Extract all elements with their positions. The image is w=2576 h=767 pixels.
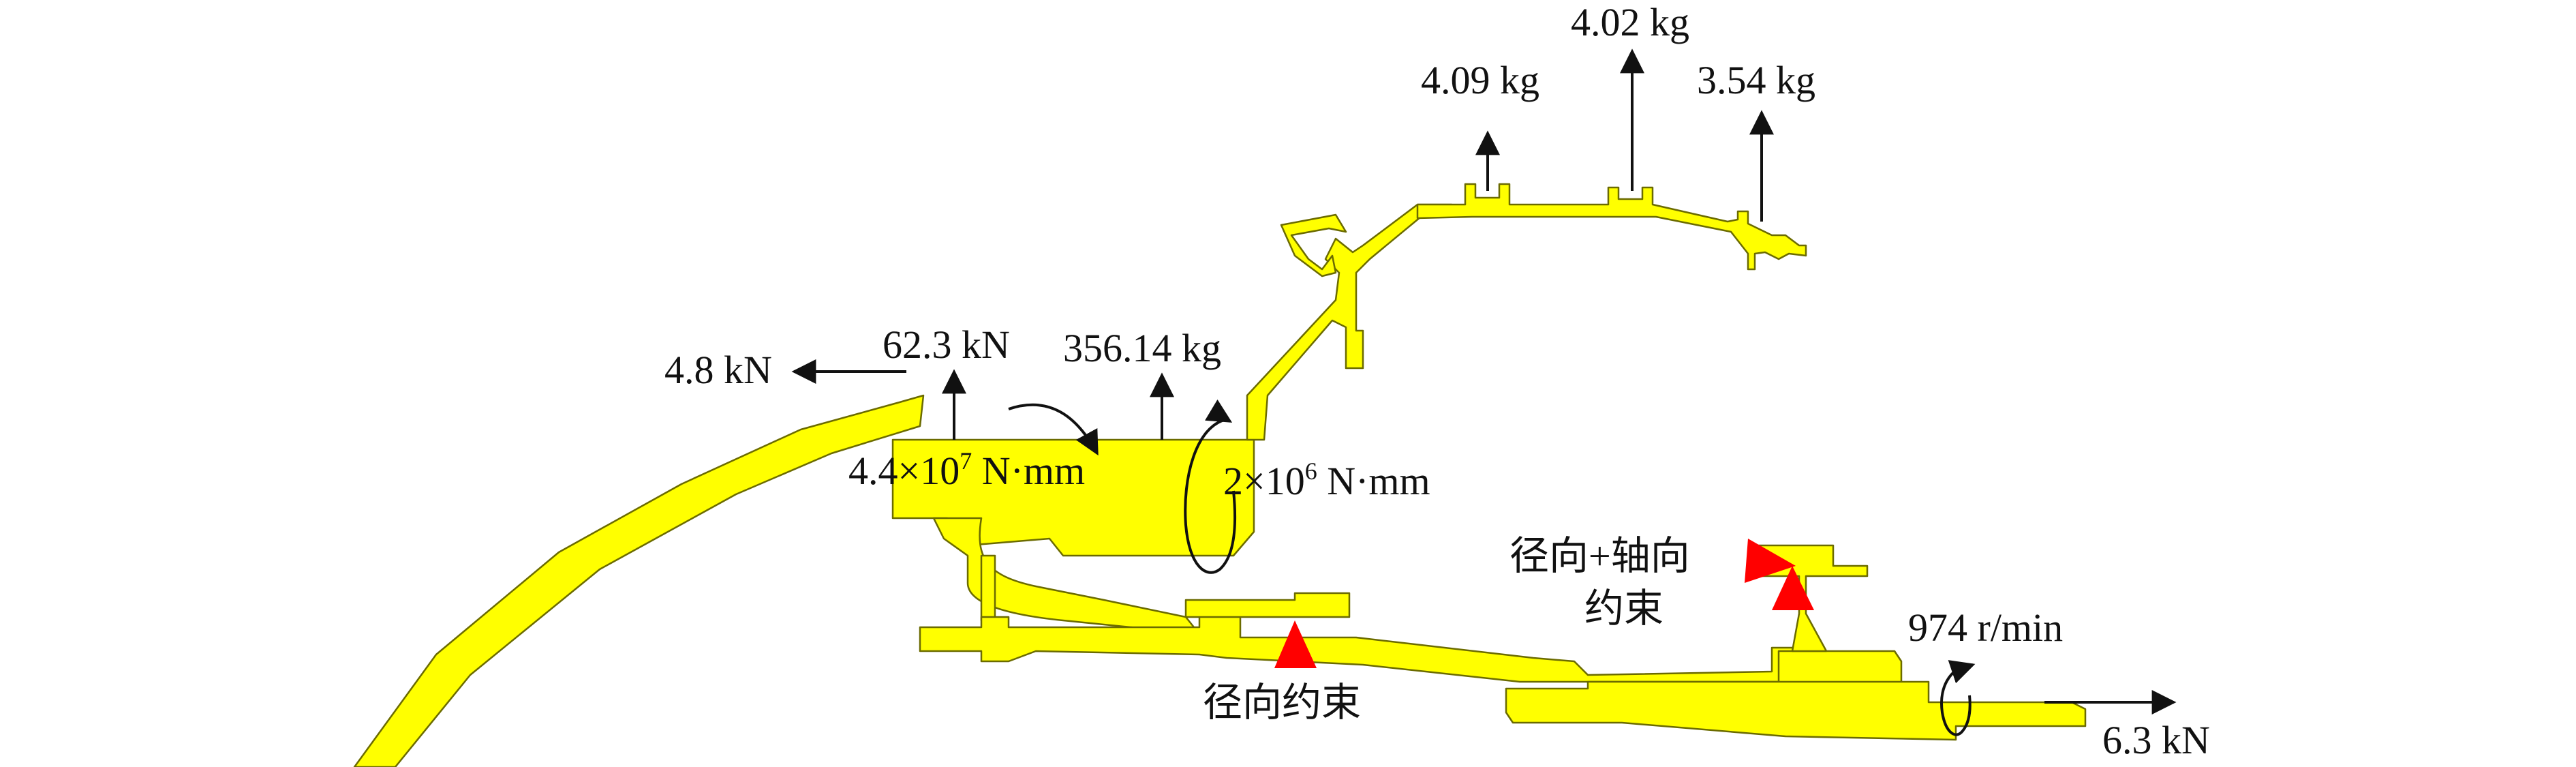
- moment-curves: [1008, 399, 1976, 736]
- drum-stub: [980, 554, 996, 622]
- axial-right-label: 6.3 kN: [2102, 718, 2210, 762]
- shaft-flange: [1184, 592, 1351, 618]
- mass-2-label: 4.02 kg: [1571, 0, 1689, 44]
- moment-2-arrowhead: [1204, 399, 1233, 423]
- axial-left-label: 4.8 kN: [664, 348, 772, 392]
- shaft-hub: [919, 612, 1821, 683]
- speed-arrowhead: [1948, 660, 1976, 684]
- moment-2-arrow: [1184, 418, 1237, 574]
- constraint-markers: [1274, 539, 1814, 668]
- mass-drum-label: 356.14 kg: [1063, 326, 1221, 370]
- radial-constraint-triangle: [1274, 620, 1317, 668]
- moment-2-base: 2×10: [1223, 459, 1305, 503]
- lower-shaft: [1505, 680, 2087, 741]
- moment-1-arrow: [1008, 403, 1099, 456]
- moment-1-exp: 7: [960, 447, 972, 475]
- moment-2-exp: 6: [1305, 457, 1317, 485]
- link-hook: [1280, 213, 1347, 277]
- drum-body: [891, 438, 1255, 557]
- labels: 4.8 kN 62.3 kN 356.14 kg 4.09 kg 4.02 kg…: [664, 0, 2210, 762]
- load-arrows: [791, 48, 2177, 715]
- bearing-bracket: [1750, 544, 1869, 652]
- moment-2-label: 2×106 N·mm: [1223, 457, 1430, 503]
- mass-3-label: 3.54 kg: [1697, 58, 1815, 102]
- speed-label: 974 r/min: [1908, 605, 2063, 650]
- radial-constraint-label: 径向约束: [1203, 680, 1361, 725]
- radial-constraint-triangle-2: [1772, 566, 1814, 610]
- casing-link: [1246, 203, 1453, 441]
- axial-constraint-triangle: [1745, 539, 1796, 583]
- radial-axial-constraint-label-1: 径向+轴向: [1509, 534, 1690, 578]
- radial-axial-constraint-label-2: 约束: [1584, 586, 1663, 631]
- moment-1-unit: N·mm: [972, 449, 1085, 493]
- rotor-structure: [353, 183, 2087, 767]
- mass-1-label: 4.09 kg: [1421, 58, 1539, 102]
- moment-1-base: 4.4×10: [848, 449, 960, 493]
- upper-casing: [1416, 183, 1807, 271]
- radial-force-label: 62.3 kN: [883, 322, 1010, 367]
- moment-1-label: 4.4×107 N·mm: [848, 447, 1085, 493]
- outer-arm: [353, 394, 925, 767]
- moment-2-unit: N·mm: [1317, 459, 1430, 503]
